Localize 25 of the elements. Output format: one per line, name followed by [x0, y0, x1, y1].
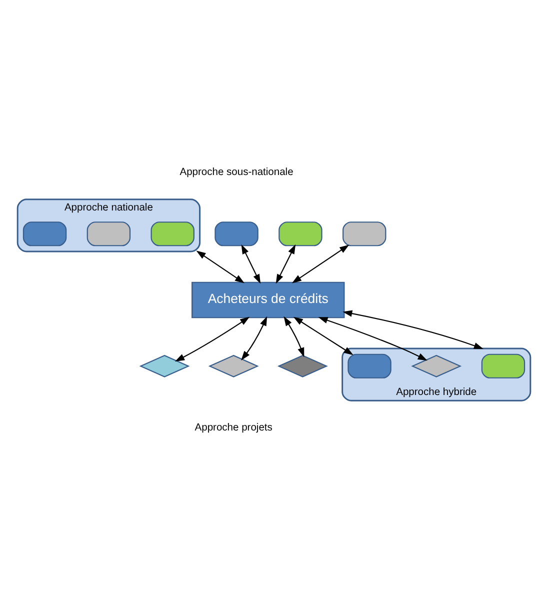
arrow — [293, 316, 354, 355]
arrow — [241, 244, 261, 284]
arrow — [174, 316, 250, 362]
arrow — [196, 250, 245, 283]
arrow — [276, 244, 296, 284]
node-flag — [278, 221, 322, 246]
node-diamond — [208, 354, 259, 377]
node-flag — [22, 221, 67, 246]
arrow — [241, 316, 268, 360]
node-box: Acheteurs de crédits — [192, 281, 345, 318]
arrow — [342, 310, 484, 349]
arrow — [284, 316, 304, 357]
label: Approche projets — [194, 422, 272, 434]
node-diamond — [277, 354, 328, 377]
label: Approche sous-nationale — [180, 166, 294, 178]
node-flag — [348, 353, 392, 378]
node-flag — [214, 221, 258, 246]
node-diamond — [411, 354, 462, 377]
node-flag — [342, 221, 386, 246]
node-flag — [150, 221, 194, 246]
node-flag — [86, 221, 131, 246]
cluster: Approche nationale — [16, 198, 201, 252]
arrow — [318, 316, 428, 360]
node-flag — [481, 353, 526, 378]
arrow — [292, 244, 350, 283]
